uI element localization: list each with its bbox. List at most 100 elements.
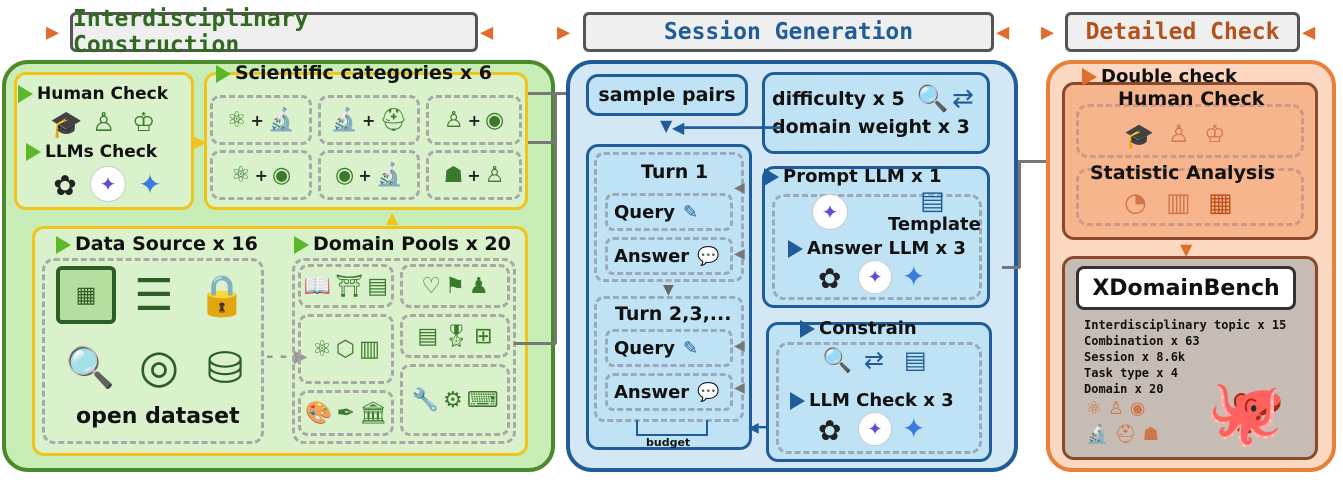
domain-pool: 📖⛩▤: [298, 264, 394, 308]
header-session: Session Generation: [583, 12, 994, 52]
person-icon: ♙: [443, 107, 464, 133]
domain-weight-label: domain weight x 3: [772, 116, 970, 138]
microscope-icon: 🔬: [267, 107, 296, 133]
microscope-icon: 🔬: [375, 162, 403, 188]
arrow-difficulty: ◀━━━━━━━━━━: [672, 118, 781, 137]
domain-pool: ▤🎖⊞: [400, 314, 510, 358]
qwen-icon: ✦: [812, 194, 848, 230]
deco-left-1: ▶: [46, 20, 60, 45]
arrow-prompt-to-turn2: ◀: [734, 338, 745, 354]
llm-check-label: LLM Check x 3: [790, 390, 954, 411]
deco-mid-2: ◀: [996, 20, 1010, 45]
podcast-icon: ◉: [271, 162, 292, 188]
budget-label: budget: [646, 436, 691, 449]
gpt-icon: ✿: [53, 168, 77, 202]
domain-pools-area: [292, 258, 516, 444]
llms-check-label: LLMs Check: [26, 142, 157, 162]
human-check-label: Human Check: [18, 84, 168, 104]
open-dataset-area: [42, 258, 264, 444]
domain-pool: ♡⚑♟: [400, 264, 510, 308]
answer-llm-label: Answer LLM x 3: [788, 238, 966, 259]
template-label: Template: [888, 214, 981, 235]
gpt-icon: ✿: [818, 414, 842, 447]
deco-right-1: ▶: [1041, 20, 1055, 45]
sci-cell: ♙+◉: [426, 95, 522, 145]
chat-icon: 💬: [697, 245, 720, 267]
atom-icon: ⚛: [230, 162, 251, 188]
turn-n-label: Turn 2,3,...: [615, 303, 732, 325]
sci-cell: 🔬+⛑: [318, 95, 420, 145]
arrow-check-to-bench: ▼: [1180, 240, 1193, 259]
helmet-icon: ⛑: [379, 107, 408, 133]
gemini-icon: ✦: [138, 167, 162, 201]
podcast-icon: ◉: [334, 162, 355, 188]
stat-topic: Interdisciplinary topic x 15: [1084, 318, 1287, 332]
connector-mid-right-h2: [1002, 266, 1020, 269]
constrain-label: Constrain: [800, 318, 917, 339]
difficulty-box: [762, 72, 990, 154]
edit-icon: ✎: [682, 201, 699, 223]
pie-chart-icon: ◔: [1124, 188, 1147, 218]
domain-pool: 🎨✒🏛: [298, 390, 394, 436]
bar-chart-icon: ▦: [1208, 188, 1233, 218]
stat-session: Session x 8.6k: [1084, 350, 1186, 364]
connector-sci-to-mid: [528, 92, 556, 144]
server-search-icon: 🔍: [65, 344, 115, 391]
graduation-cap-icon: 🎓: [1124, 122, 1154, 150]
antenna-icon: ◎: [138, 339, 180, 393]
qwen-icon: ✦: [90, 166, 126, 202]
deco-mid-1: ▶: [557, 20, 571, 45]
document-icon: ▤: [904, 346, 927, 374]
data-source-label: Data Source x 16: [56, 233, 258, 255]
domain-icons-row: ⚛ ♙ ◉: [1086, 398, 1146, 419]
sci-cell: ⚛+◉: [210, 150, 312, 200]
gemini-icon: ✦: [902, 412, 926, 445]
double-check-label: Double check: [1082, 66, 1237, 87]
search-star-icon: 🔍: [822, 346, 852, 374]
server-icon: ☰: [134, 269, 174, 321]
microscope-icon: 🔬: [330, 107, 359, 133]
podcast-icon: ◉: [484, 107, 505, 133]
domain-pool: 🔧⚙⌨: [400, 364, 510, 436]
bar-chart-icon: ▥: [1166, 188, 1191, 218]
statistic-label: Statistic Analysis: [1090, 162, 1276, 184]
router-icon: ▦: [56, 266, 116, 324]
turn-n-query: Query✎: [605, 329, 733, 367]
connector-mid-right: [1018, 160, 1021, 268]
arrow-answer-to-turn2: ◀: [734, 380, 745, 396]
human-check-label-right: Human Check: [1118, 88, 1265, 110]
chat-icon: 💬: [697, 381, 720, 403]
turn-1-answer: Answer💬: [605, 237, 733, 275]
double-check-box: [1062, 82, 1318, 240]
prompt-llm-area: [772, 194, 982, 300]
open-dataset-label: open dataset: [76, 404, 240, 429]
stat-task-type: Task type x 4: [1084, 366, 1178, 380]
sci-cell: ◉+🔬: [318, 150, 420, 200]
domain-pools-label: Domain Pools x 20: [294, 233, 511, 255]
deco-left-2: ◀: [480, 20, 494, 45]
statistic-area: [1076, 168, 1304, 226]
turn-n: Turn 2,3,... Query✎ Answer💬: [594, 296, 744, 422]
gemini-icon: ✦: [902, 260, 926, 293]
stat-combination: Combination x 63: [1084, 334, 1200, 348]
search-star-icon: 🔍: [916, 84, 949, 114]
bench-title-box: XDomainBench: [1076, 266, 1296, 310]
constrain-area: [776, 342, 982, 454]
atom-icon: ⚛: [226, 107, 247, 133]
person-icon: ♔: [1204, 120, 1226, 148]
connector-mid-right-h1: [1018, 160, 1064, 163]
person-icon: ♙: [484, 162, 505, 188]
header-interdisciplinary: Interdisciplinary Construction: [70, 6, 478, 58]
swap-icon: ⇄: [864, 346, 885, 374]
qwen-icon: ✦: [858, 260, 892, 294]
gpt-icon: ✿: [818, 262, 842, 295]
arrow-to-pools: - - ▶: [266, 346, 308, 367]
swap-icon: ⇄: [952, 84, 974, 114]
person-icon: ♙: [1168, 120, 1190, 148]
turn-1-label: Turn 1: [641, 161, 709, 183]
arrow-prompt-to-turn: ◀: [734, 180, 745, 196]
sample-pairs-box[interactable]: sample pairs: [586, 74, 748, 116]
human-check-area: [1076, 104, 1304, 158]
arrow-constrain: ◀━: [748, 420, 768, 436]
stat-domain: Domain x 20: [1084, 382, 1164, 396]
